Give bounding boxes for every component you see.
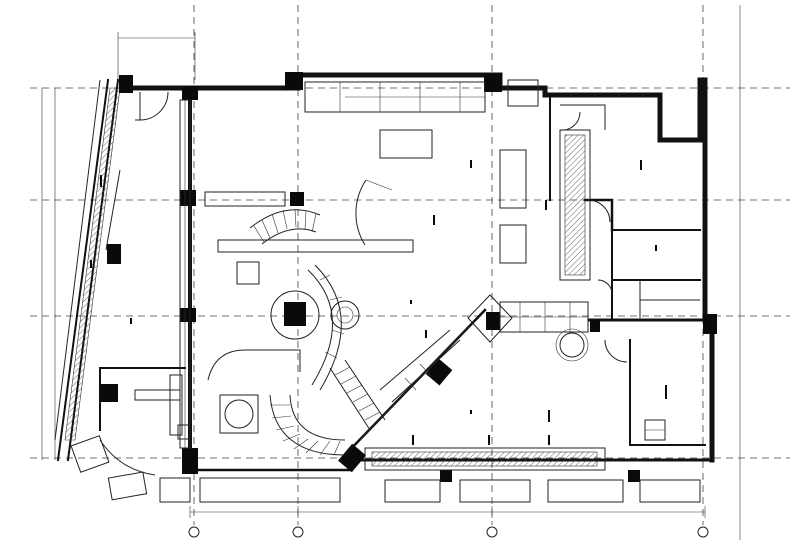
door-swings — [139, 91, 628, 363]
entrance-area — [70, 435, 156, 501]
long-counter — [204, 191, 414, 285]
diagonal-stair — [329, 359, 386, 431]
exterior-walls — [54, 72, 715, 472]
top-shelving — [304, 79, 539, 264]
lower-left-rooms — [134, 349, 301, 440]
facade-glazing — [64, 87, 140, 441]
bottom-shelving — [159, 447, 701, 503]
lower-stair — [269, 394, 346, 456]
annotation-marks — [90, 160, 667, 445]
round-table — [555, 328, 589, 362]
grid-bubbles — [188, 526, 709, 538]
dimension-lines — [41, 5, 741, 540]
diagonal-shelf — [343, 308, 487, 457]
upper-stair — [249, 208, 321, 245]
right-room — [644, 419, 666, 441]
diamond-display — [467, 294, 589, 343]
central-display — [270, 290, 360, 340]
curved-wall — [307, 264, 345, 391]
axis-lines — [30, 5, 790, 525]
right-shelf — [559, 129, 591, 281]
columns — [100, 72, 717, 482]
left-shelf — [179, 99, 191, 449]
interior-walls — [99, 94, 714, 446]
